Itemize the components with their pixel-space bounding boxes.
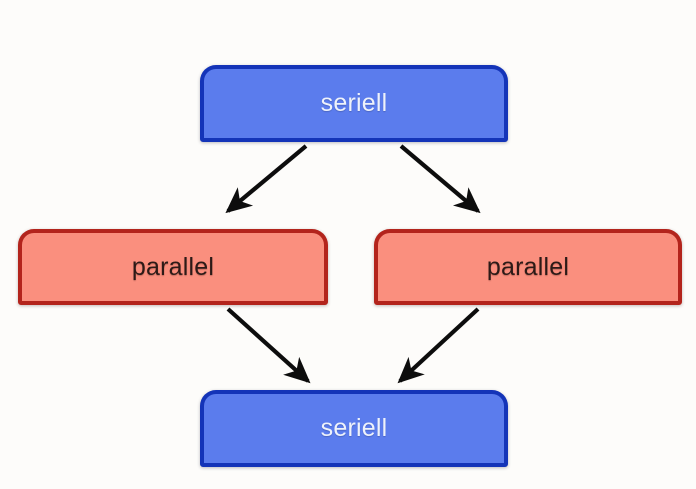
node-label: seriell (320, 89, 388, 117)
edge-left-to-bottom (226, 307, 311, 384)
node-label: parallel (131, 252, 215, 281)
node-label: parallel (486, 252, 570, 281)
node-seriell-bottom[interactable]: seriell (200, 390, 508, 467)
node-parallel-right[interactable]: parallel (374, 229, 682, 305)
edge-top-to-right (399, 144, 481, 214)
node-label: seriell (320, 414, 388, 442)
edge-right-to-bottom (397, 307, 480, 384)
edge-top-to-left (225, 144, 308, 214)
node-seriell-top[interactable]: seriell (200, 65, 508, 142)
node-parallel-left[interactable]: parallel (18, 229, 328, 305)
